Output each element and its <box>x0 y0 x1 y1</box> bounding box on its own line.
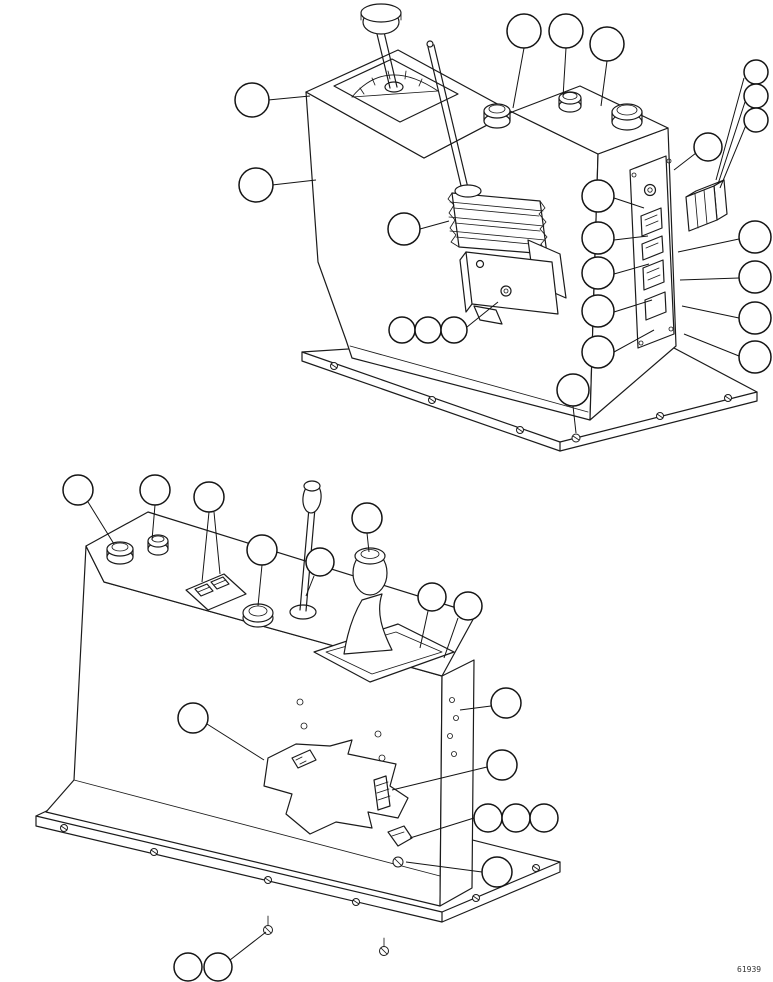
pushbutton <box>611 103 643 131</box>
external-connector <box>685 179 728 232</box>
callout-balloon <box>388 316 416 344</box>
connector-panel <box>629 155 675 349</box>
callout-balloon <box>440 316 468 344</box>
pushbutton <box>483 103 511 129</box>
callout-balloons <box>62 474 559 982</box>
callout-balloon <box>351 502 383 534</box>
console-assembly-view-a <box>234 3 772 452</box>
callout-balloon <box>581 256 615 290</box>
callout-balloon <box>139 474 171 506</box>
callout-balloon <box>173 952 203 982</box>
callout-balloon <box>738 260 772 294</box>
callout-balloon <box>506 13 542 49</box>
callout-balloon <box>556 373 590 407</box>
callout-balloon <box>387 212 421 246</box>
callout-balloon <box>743 107 769 133</box>
callout-balloon <box>414 316 442 344</box>
callout-balloon <box>238 167 274 203</box>
control-rod <box>426 40 469 191</box>
callout-balloon <box>62 474 94 506</box>
callout-balloon <box>246 534 278 566</box>
access-cutout <box>263 739 413 868</box>
callout-balloon <box>501 803 531 833</box>
callout-balloon <box>305 547 335 577</box>
callout-balloon <box>490 687 522 719</box>
callout-balloons <box>234 13 772 407</box>
callout-balloon <box>581 179 615 213</box>
rocker-switches <box>185 573 247 611</box>
callout-balloon <box>743 59 769 85</box>
callout-balloon <box>738 301 772 335</box>
callout-balloon <box>589 26 625 62</box>
pushbutton <box>106 541 134 565</box>
pushbutton <box>558 91 582 113</box>
callout-balloon <box>473 803 503 833</box>
mounting-bracket <box>459 239 567 325</box>
mounting-screws <box>330 362 732 443</box>
callout-balloon <box>738 340 772 374</box>
callout-balloon <box>177 702 209 734</box>
mounting-screws <box>60 824 540 956</box>
callout-balloon <box>417 582 447 612</box>
callout-balloon <box>693 132 723 162</box>
drawing-number: 61939 <box>737 965 761 974</box>
callout-balloon <box>481 856 513 888</box>
control-lever <box>289 480 322 620</box>
callout-balloon <box>548 13 584 49</box>
callout-balloon <box>193 481 225 513</box>
callout-balloon <box>529 803 559 833</box>
callout-balloon <box>453 591 483 621</box>
terminal-strip <box>373 775 391 811</box>
clamp-wedge <box>387 825 413 847</box>
pushbutton <box>242 603 274 628</box>
callout-balloon <box>581 335 615 369</box>
callout-balloon <box>581 294 615 328</box>
leader-lines <box>87 501 492 961</box>
leader-lines <box>267 47 747 434</box>
callout-balloon <box>743 83 769 109</box>
callout-balloon <box>234 82 270 118</box>
joystick <box>313 547 455 683</box>
callout-balloon <box>486 749 518 781</box>
callout-balloon <box>203 952 233 982</box>
callout-balloon <box>738 220 772 254</box>
console-assembly-view-b <box>35 474 561 982</box>
shift-lever <box>360 3 404 93</box>
callout-balloon <box>581 221 615 255</box>
pushbutton <box>147 534 169 556</box>
